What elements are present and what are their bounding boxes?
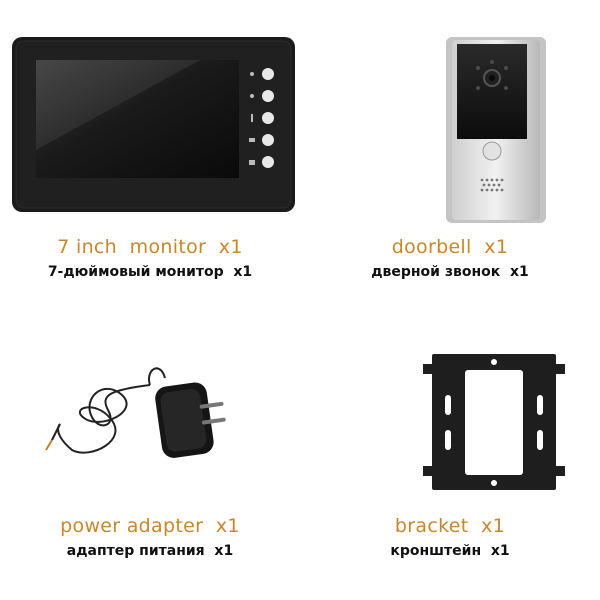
power-adapter-label-en: power adapter x1 [60,515,240,537]
power-adapter-label-ru: адаптер питания x1 [66,543,234,559]
item-monitor: 7 inch monitor x1 7-дюймовый монитор x1 [0,0,300,300]
bracket-icon [423,354,565,490]
doorbell-icon [446,37,546,223]
bracket-label-en: bracket x1 [394,515,506,537]
monitor-icon [12,37,295,212]
monitor-label-en: 7 inch monitor x1 [57,236,243,258]
item-bracket: bracket x1 кронштейн x1 [300,300,600,600]
item-power-adapter: power adapter x1 адаптер питания x1 [0,300,300,600]
doorbell-label-ru: дверной звонок x1 [371,264,529,280]
power-adapter-icon [45,367,226,458]
bracket-label-ru: кронштейн x1 [390,543,510,559]
item-doorbell: doorbell x1 дверной звонок x1 [300,0,600,300]
doorbell-label-en: doorbell x1 [391,236,509,258]
monitor-label-ru: 7-дюймовый монитор x1 [47,264,253,280]
